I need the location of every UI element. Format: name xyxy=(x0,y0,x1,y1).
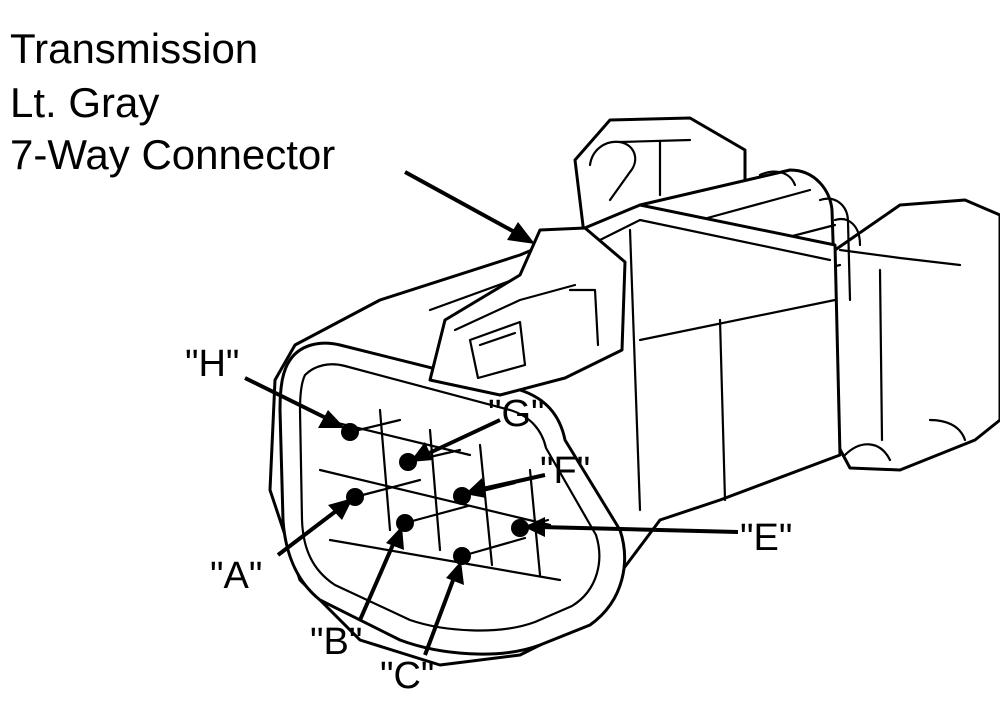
leader-f xyxy=(477,473,546,492)
pin-g-dot xyxy=(399,453,417,471)
pin-label-g: "G" xyxy=(488,393,545,435)
leader-g xyxy=(424,418,501,457)
pin-e-dot xyxy=(511,519,529,537)
leader-h xyxy=(244,376,331,422)
title-line-3: 7-Way Connector xyxy=(10,131,336,178)
pin-label-b: "B" xyxy=(310,621,363,663)
pin-b-dot xyxy=(396,514,414,532)
leader-e xyxy=(539,525,739,534)
leader-b xyxy=(358,539,397,621)
title-arrowhead xyxy=(507,222,535,244)
pin-h-dot xyxy=(341,423,359,441)
pin-label-h: "H" xyxy=(185,343,240,385)
title-leader xyxy=(404,170,521,237)
leader-a xyxy=(276,506,342,557)
title-line-2: Lt. Gray xyxy=(10,79,160,126)
leader-lines xyxy=(244,170,739,656)
cable-boot xyxy=(833,198,1000,472)
pin-c-dot xyxy=(453,547,471,565)
pin-f-dot xyxy=(453,487,471,505)
pin-label-f: "F" xyxy=(540,450,591,492)
pin-label-c: "C" xyxy=(380,655,435,697)
pin-label-a: "A" xyxy=(210,555,263,597)
connector-body xyxy=(268,203,842,667)
pin-label-e: "E" xyxy=(740,517,793,559)
title-line-1: Transmission xyxy=(10,25,259,72)
latch xyxy=(428,226,627,397)
leader-c xyxy=(423,574,457,656)
pins xyxy=(341,418,550,565)
